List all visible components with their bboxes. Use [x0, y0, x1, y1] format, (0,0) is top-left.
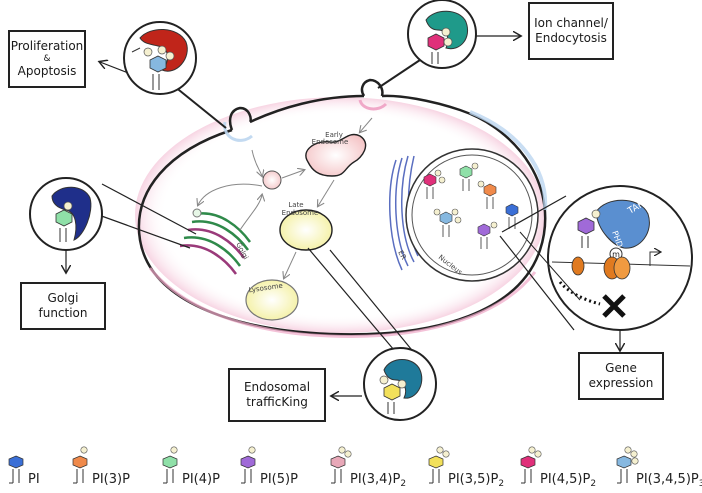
lipid-tail-icon	[73, 469, 84, 484]
ion-channel-label: Ion channel/	[534, 16, 608, 30]
legend-label: PI(3,5)P2	[448, 472, 504, 489]
endocytic-vesicle	[262, 170, 282, 190]
lysosome: Lysosome	[245, 279, 299, 321]
apoptosis-label: Apoptosis	[17, 64, 77, 78]
legend-label: PI(3,4,5)P3	[636, 472, 702, 489]
lipid-tail-icon	[521, 469, 532, 484]
golgi-function-label-2: function	[38, 306, 88, 320]
gene-label: Gene	[605, 361, 637, 375]
legend-label: PI(4)P	[182, 472, 220, 487]
golgi-function-box: Golgi function	[20, 282, 106, 330]
nuclear-lipids	[423, 162, 519, 249]
lipid-tail-icon	[429, 469, 440, 484]
inositol-head-icon	[520, 455, 536, 469]
legend-subscript: 2	[400, 479, 406, 489]
lipid-tail-icon	[9, 469, 20, 484]
legend-label: PI(5)P	[260, 472, 298, 487]
endosomal-trafficking-box: Endosomal trafficKing	[228, 368, 326, 422]
golgi-vesicle	[192, 208, 202, 218]
zoom-proliferation	[100, 21, 227, 129]
invagination-left	[228, 106, 252, 131]
legend-item: PI(3,5)P2	[428, 446, 504, 489]
phosphate-icon	[534, 450, 542, 458]
legend-subscript: 2	[498, 479, 504, 489]
phosphate-icon	[442, 450, 450, 458]
phosphate-icon	[344, 450, 352, 458]
ampersand-label: &	[43, 54, 51, 64]
legend-label: PI(3)P	[92, 472, 130, 487]
inositol-head-icon	[240, 455, 256, 469]
methyl-mark: m	[612, 250, 620, 259]
lipid-tail-icon	[617, 469, 628, 484]
phosphate-icon	[248, 446, 256, 454]
early-endosome-label-2: Endosome	[312, 138, 349, 146]
zoom-ion-channel	[377, 0, 520, 89]
legend-item: PI(5)P	[240, 446, 298, 487]
early-endosome: Early Endosome	[305, 131, 367, 177]
legend-item: PI(4)P	[162, 446, 220, 487]
zoom-golgi	[29, 177, 197, 272]
lipid-tail-icon	[163, 469, 174, 484]
phosphate-icon	[436, 446, 444, 454]
legend-item: PI(3)P	[72, 446, 130, 487]
legend-label: PI(3,4)P2	[350, 472, 406, 489]
proliferation-apoptosis-box: Proliferation & Apoptosis	[8, 30, 86, 88]
nucleus: Nucleus	[405, 148, 539, 282]
legend-label: PI(4,5)P2	[540, 472, 596, 489]
phosphate-icon	[338, 446, 346, 454]
proliferation-label: Proliferation	[10, 39, 84, 53]
legend-label: PI	[28, 472, 40, 487]
late-endosome-label-2: Endosome	[282, 209, 319, 217]
legend-subscript: 2	[590, 479, 596, 489]
legend-item: PI(4,5)P2	[520, 446, 596, 489]
legend-item: PI(3,4)P2	[330, 446, 406, 489]
phosphate-icon	[528, 446, 536, 454]
endocytosis-label: Endocytosis	[535, 31, 607, 45]
zoom-gene: TAF3 PHD m	[499, 185, 693, 350]
early-endosome-label-1: Early	[325, 131, 343, 139]
zoom-endosomal	[307, 247, 437, 421]
endosomal-label: Endosomal	[243, 380, 311, 394]
inositol-head-icon	[428, 455, 444, 469]
legend-subscript: 3	[699, 479, 702, 489]
inositol-head-icon	[162, 455, 178, 469]
er-label: ER	[396, 249, 407, 261]
golgi-function-label-1: Golgi	[47, 291, 79, 305]
late-endosome: Late Endosome	[279, 201, 333, 251]
phosphate-icon	[170, 446, 178, 454]
inositol-head-icon	[616, 455, 632, 469]
trafficking-label: trafficKing	[246, 395, 308, 409]
legend: PI PI(3)P PI(4)P PI(5)P PI(3,4)P2 PI(3,5)P2 PI…	[8, 446, 702, 489]
inositol-head-icon	[72, 455, 88, 469]
expression-label: expression	[588, 376, 654, 390]
lipid-tail-icon	[331, 469, 342, 484]
phosphate-icon	[630, 450, 638, 458]
ion-channel-box: Ion channel/ Endocytosis	[528, 2, 614, 60]
phosphate-icon	[631, 457, 639, 465]
invagination-right	[360, 78, 384, 97]
late-endosome-label-1: Late	[288, 201, 303, 209]
phosphate-icon	[157, 45, 167, 55]
golgi: Golgi	[179, 212, 252, 275]
lipid-tail-icon	[241, 469, 252, 484]
inositol-head-icon	[8, 455, 24, 469]
phosphate-icon	[624, 446, 632, 454]
inositol-head-icon	[330, 455, 346, 469]
legend-item: PI	[8, 455, 40, 487]
phosphate-icon	[80, 446, 88, 454]
gene-expression-box: Gene expression	[578, 352, 664, 400]
legend-item: PI(3,4,5)P3	[616, 446, 702, 489]
